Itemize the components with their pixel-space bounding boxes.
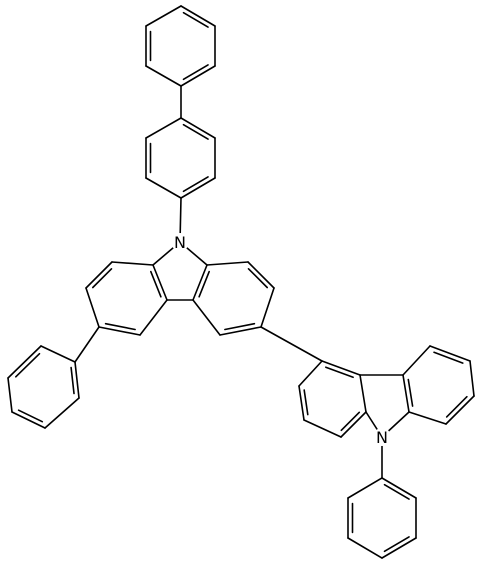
bond-D5-D6-inner (433, 351, 464, 364)
bond-C6-C1 (321, 360, 361, 376)
bond-L3-L4 (85, 287, 100, 328)
bond-D1-D2 (402, 374, 410, 413)
bond-R4-R5-inner (224, 322, 256, 331)
bond-C4-C5-inner (340, 411, 361, 432)
bond-layer (7, 5, 475, 559)
bond-p6-p1-inner (70, 366, 75, 395)
bond-a3-a4 (180, 65, 216, 87)
bond-p4-p5-inner (17, 409, 44, 423)
bond-p2-p3-inner (15, 352, 41, 378)
bond-q3-q4-inner (383, 536, 410, 553)
bond-b3-b4-inner (182, 176, 209, 193)
bond-D4-D5 (469, 360, 475, 397)
bond-C2-C3-inner (303, 389, 309, 416)
bond-a3-a4-inner (182, 64, 209, 81)
bond-R2-R3 (247, 261, 275, 289)
bond-a1-a2-inner (182, 11, 209, 28)
bond-q1-q2-inner (383, 483, 410, 500)
bond-L4-p1 (74, 326, 100, 363)
atom-label-n1: N (174, 233, 186, 252)
bond-L6-L1-inner (150, 270, 162, 298)
bond-D3-D4-inner (445, 395, 468, 418)
bond-b1-b2 (180, 117, 216, 139)
bond-R2-R3-inner (247, 267, 269, 289)
atom-n1: N (171, 233, 189, 252)
bond-p6-p1 (74, 361, 80, 399)
bond-p1-p2 (40, 345, 76, 363)
bond-L1-L2 (111, 261, 154, 266)
bond-q4-q5 (347, 537, 383, 559)
bond-R4-C1 (260, 326, 323, 362)
atom-label-layer: N N (171, 233, 391, 447)
bond-a4-a5 (145, 65, 182, 87)
bond-R4-R5 (219, 326, 262, 336)
bond-L4-L5-inner (104, 322, 136, 331)
bond-p3-p4 (7, 377, 13, 413)
bond-b1-b2-inner (182, 123, 209, 140)
bond-b4-b5 (145, 177, 182, 199)
bond-C3-C4 (303, 419, 342, 438)
bond-R1-R2 (206, 261, 249, 266)
bond-p5-p6 (44, 397, 80, 429)
bond-D3-D4 (445, 395, 475, 425)
bond-L2-L3-inner (92, 267, 113, 289)
bond-D2-D3 (408, 411, 447, 425)
bond-p4-p5 (11, 411, 46, 429)
bond-R5-R6 (192, 299, 221, 336)
bond-L6-L1 (152, 264, 168, 301)
bond-D6-D1 (402, 345, 431, 376)
bond-C4-C5 (340, 411, 367, 438)
bond-L2-L3 (85, 261, 113, 289)
bond-R3-R4 (260, 287, 275, 328)
bond-C6-C1-inner (324, 366, 354, 379)
bond-q6-q1 (347, 477, 383, 499)
bond-L5-L6 (139, 299, 168, 336)
bond-b6-b1 (145, 117, 182, 139)
bond-b3-b4 (180, 177, 216, 199)
bond-C5-C6 (359, 374, 367, 413)
bond-D1-D2-inner (407, 378, 414, 407)
bond-a1-a2 (180, 5, 216, 27)
bond-p2-p3 (7, 345, 42, 379)
bond-a6-a1 (145, 5, 182, 27)
bond-C1-C2 (298, 360, 323, 387)
atom-label-n2: N (376, 428, 388, 447)
atom-n2: N (373, 428, 391, 447)
bond-q3-q4 (381, 537, 417, 559)
bond-R6-R1-inner (198, 270, 210, 298)
bond-R6-R1 (192, 264, 208, 301)
bond-q1-q2 (381, 477, 417, 499)
bond-L4-L5 (98, 326, 141, 336)
bond-D5-D6 (429, 345, 471, 362)
bond-C2-C3 (298, 385, 305, 421)
